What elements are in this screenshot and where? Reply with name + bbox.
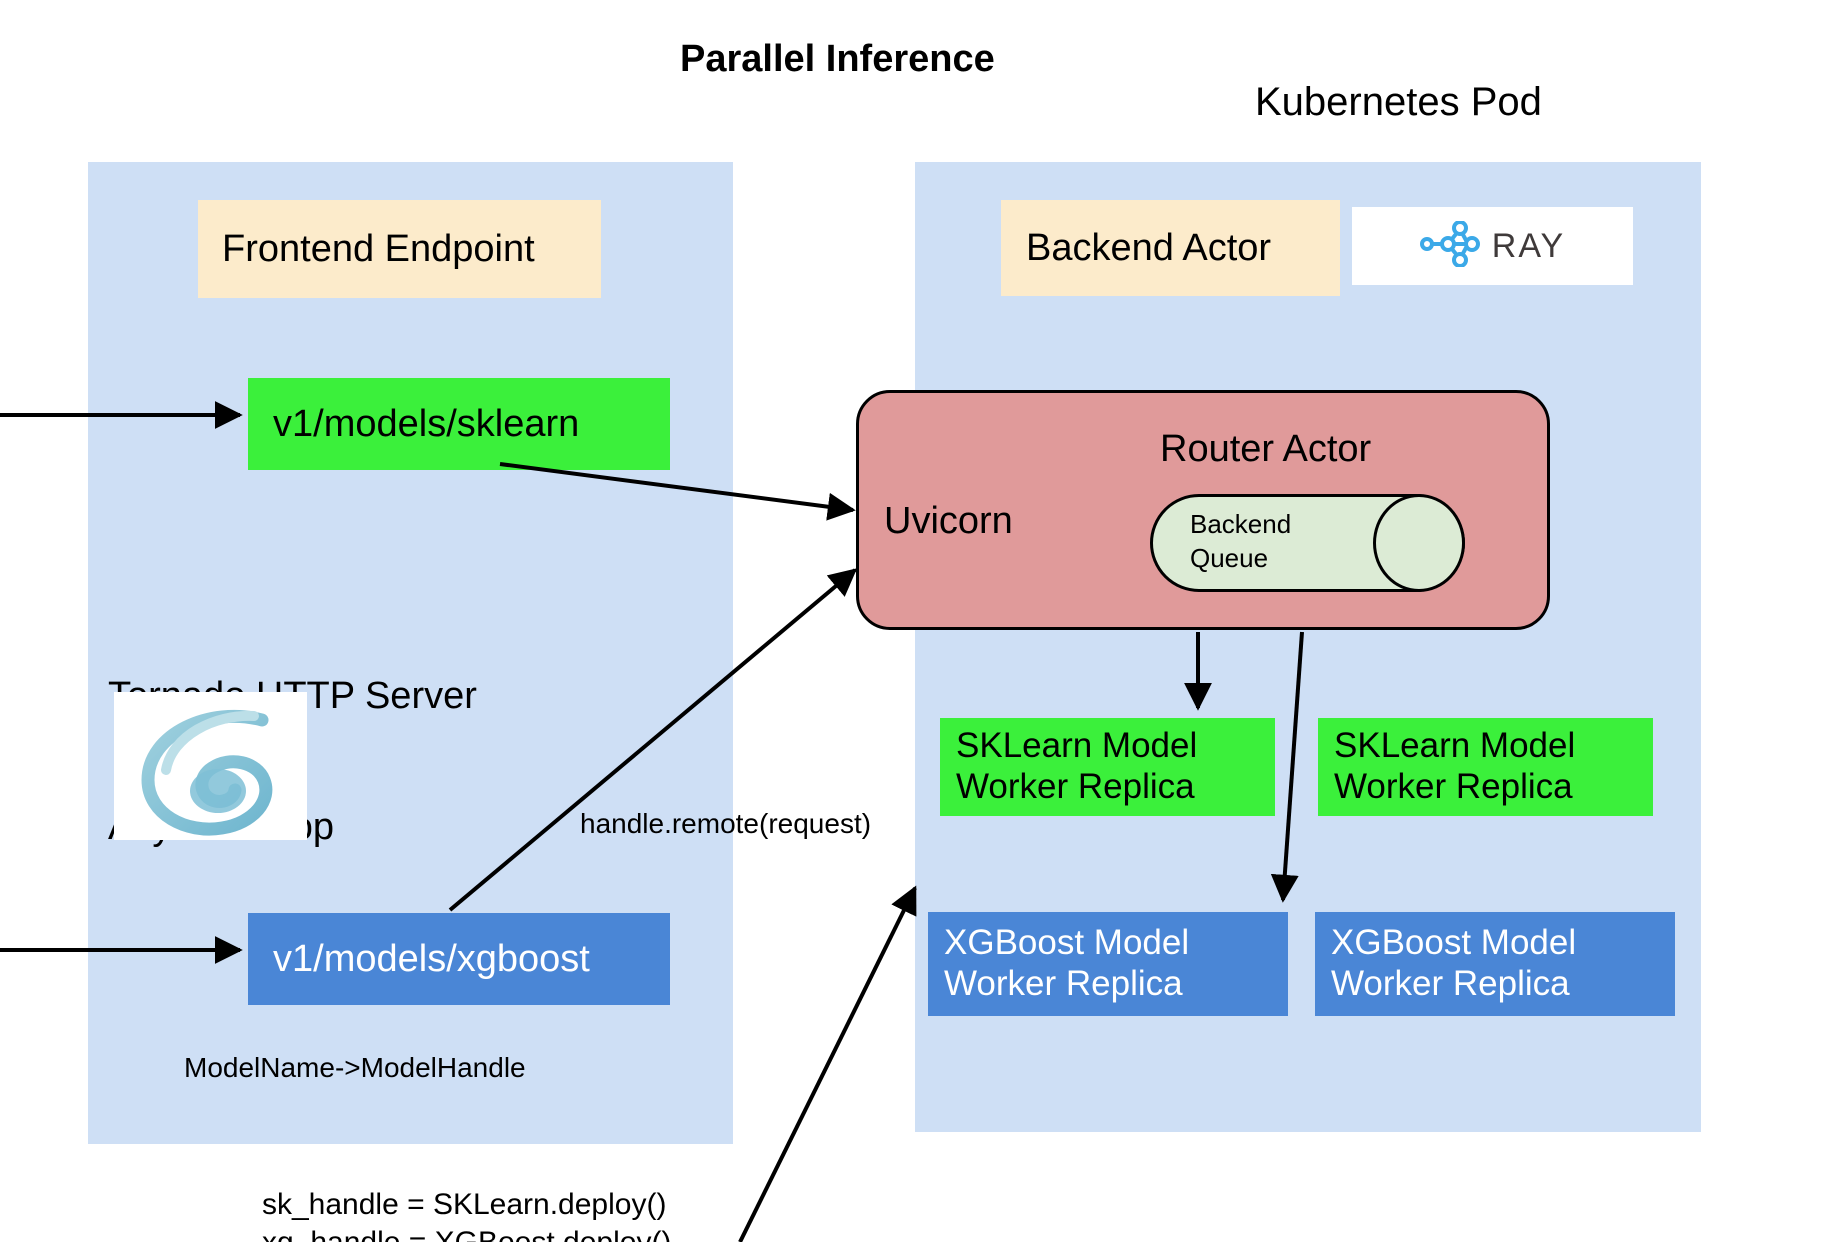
router-actor-title: Router Actor — [1160, 428, 1372, 470]
worker-replica-sklearn-2: SKLearn Model Worker Replica — [1318, 718, 1653, 816]
backend-queue-cap — [1373, 494, 1465, 592]
kubernetes-pod-title: Kubernetes Pod — [1255, 80, 1542, 124]
ray-logo-text: RAY — [1491, 226, 1566, 265]
ray-logo-box: RAY — [1352, 207, 1633, 285]
uvicorn-label: Uvicorn — [884, 500, 1013, 542]
backend-queue-cylinder: Backend Queue — [1150, 494, 1465, 592]
worker-xgboost-1-line2: Worker Replica — [944, 964, 1183, 1003]
worker-xgboost-1-line1: XGBoost Model — [944, 923, 1190, 963]
worker-sklearn-1-line2: Worker Replica — [956, 767, 1195, 806]
backend-queue-label: Backend Queue — [1190, 508, 1370, 576]
deploy-code-annotation: sk_handle = SKLearn.deploy() xg_handle =… — [262, 1188, 671, 1242]
model-name-mapping-note: ModelName->ModelHandle — [184, 1052, 526, 1083]
backend-actor-label: Backend Actor — [1026, 226, 1272, 269]
handle-remote-annotation: handle.remote(request) — [580, 808, 872, 839]
arrow-deploy-to-pod — [738, 885, 917, 1242]
ray-nodes-icon — [1419, 219, 1482, 272]
endpoint-box-sklearn[interactable]: v1/models/sklearn — [248, 378, 670, 470]
worker-sklearn-2-line2: Worker Replica — [1334, 767, 1573, 806]
worker-xgboost-2-line1: XGBoost Model — [1331, 923, 1577, 963]
worker-sklearn-2-line1: SKLearn Model — [1334, 726, 1576, 766]
worker-sklearn-1-line1: SKLearn Model — [956, 726, 1198, 766]
backend-queue-line1: Backend — [1190, 509, 1292, 539]
worker-replica-sklearn-1: SKLearn Model Worker Replica — [940, 718, 1275, 816]
worker-replica-xgboost-1: XGBoost Model Worker Replica — [928, 912, 1288, 1016]
endpoint-label-sklearn: v1/models/sklearn — [273, 402, 580, 445]
frontend-endpoint-header-box: Frontend Endpoint — [198, 200, 601, 298]
backend-actor-header-box: Backend Actor — [1001, 200, 1340, 296]
frontend-endpoint-label: Frontend Endpoint — [222, 227, 535, 270]
backend-queue-line2: Queue — [1190, 542, 1269, 573]
tornado-logo-icon — [114, 692, 307, 840]
page-title: Parallel Inference — [680, 38, 995, 80]
endpoint-label-xgboost: v1/models/xgboost — [273, 937, 590, 980]
endpoint-box-xgboost[interactable]: v1/models/xgboost — [248, 913, 670, 1005]
worker-replica-xgboost-2: XGBoost Model Worker Replica — [1315, 912, 1675, 1016]
worker-xgboost-2-line2: Worker Replica — [1331, 964, 1570, 1003]
